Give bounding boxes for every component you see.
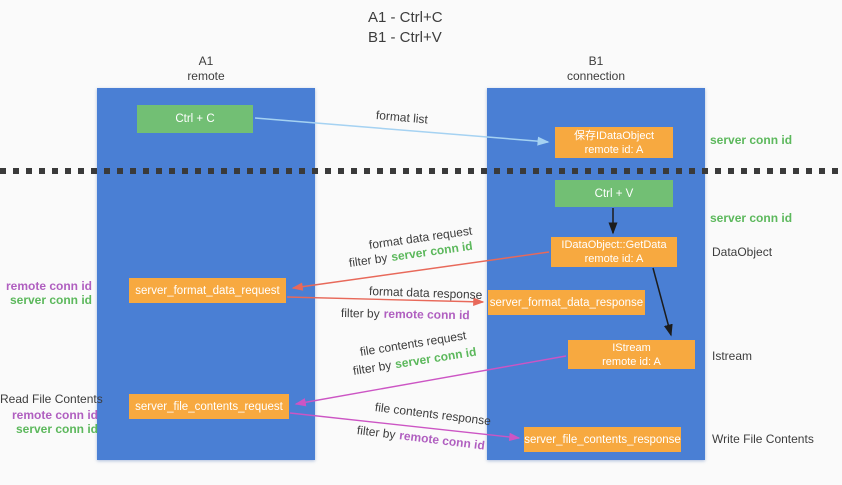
diagram-title: A1 - Ctrl+C B1 - Ctrl+V <box>368 8 443 48</box>
annotation-dataobject: DataObject <box>712 245 773 259</box>
node-server-format-data-response-label: server_format_data_response <box>489 296 644 309</box>
node-istream-line1: IStream <box>612 341 651 354</box>
annotation-remote-conn-id-1: remote conn id <box>5 279 92 293</box>
label-format-data-response: format data response <box>368 284 483 302</box>
node-save-idataobject-line1: 保存IDataObject <box>573 129 655 142</box>
annotation-read-file-contents: Read File Contents <box>0 392 103 406</box>
filter-remote-conn-id-1: remote conn id <box>383 306 470 323</box>
node-server-file-contents-response-label: server_file_contents_response <box>524 433 681 446</box>
annotation-remote-conn-id-2: remote conn id <box>11 408 98 422</box>
node-ctrl-c: Ctrl + C <box>137 105 253 133</box>
node-ctrl-c-label: Ctrl + C <box>175 113 215 125</box>
node-save-idataobject: 保存IDataObject remote id: A <box>555 127 673 158</box>
lane-b-name: B1 <box>588 54 604 68</box>
label-file-contents-response: file contents response <box>374 400 492 429</box>
node-ctrl-v: Ctrl + V <box>555 180 673 207</box>
annotation-server-conn-id-mid: server conn id <box>710 211 793 225</box>
node-server-file-contents-request: server_file_contents_request <box>129 394 289 419</box>
lane-a-name: A1 <box>198 54 214 68</box>
node-idataobject-getdata: IDataObject::GetData remote id: A <box>551 237 677 267</box>
node-server-format-data-request: server_format_data_request <box>129 278 286 303</box>
machine-boundary-dotted-line <box>0 168 842 174</box>
annotation-istream: Istream <box>712 349 753 363</box>
lane-b-header: B1 connection <box>487 54 705 84</box>
node-save-idataobject-line2: remote id: A <box>584 143 644 156</box>
annotation-server-conn-id-2: server conn id <box>15 422 98 436</box>
node-istream: IStream remote id: A <box>568 340 695 369</box>
title-line-2: B1 - Ctrl+V <box>368 29 442 46</box>
lane-a-type: remote <box>187 69 225 83</box>
filter-by-text-1: filter by <box>348 250 389 270</box>
node-istream-line2: remote id: A <box>602 355 661 368</box>
node-ctrl-v-label: Ctrl + V <box>594 187 634 200</box>
filter-by-text-4: filter by <box>356 423 397 442</box>
annotation-server-conn-id-top: server conn id <box>710 133 793 147</box>
filter-by-text-2: filter by <box>340 306 380 321</box>
annotation-left-conn-ids-1: remote conn id server conn id <box>0 279 92 307</box>
title-line-1: A1 - Ctrl+C <box>368 9 443 26</box>
annotation-write-file-contents: Write File Contents <box>712 432 814 446</box>
node-server-format-data-response: server_format_data_response <box>488 290 645 315</box>
annotation-server-conn-id-1: server conn id <box>9 293 92 307</box>
filter-by-text-3: filter by <box>351 358 393 378</box>
node-idataobject-getdata-line2: remote id: A <box>584 253 644 265</box>
filter-remote-conn-id-2: remote conn id <box>398 428 486 453</box>
node-idataobject-getdata-line1: IDataObject::GetData <box>561 239 667 251</box>
node-server-file-contents-request-label: server_file_contents_request <box>135 400 283 413</box>
lane-a-header: A1 remote <box>97 54 315 84</box>
annotation-left-conn-ids-2: Read File Contents remote conn id server… <box>0 392 103 436</box>
label-format-list: format list <box>375 108 429 127</box>
lane-b-type: connection <box>566 69 626 83</box>
node-server-file-contents-response: server_file_contents_response <box>524 427 681 452</box>
node-server-format-data-request-label: server_format_data_request <box>135 284 280 297</box>
